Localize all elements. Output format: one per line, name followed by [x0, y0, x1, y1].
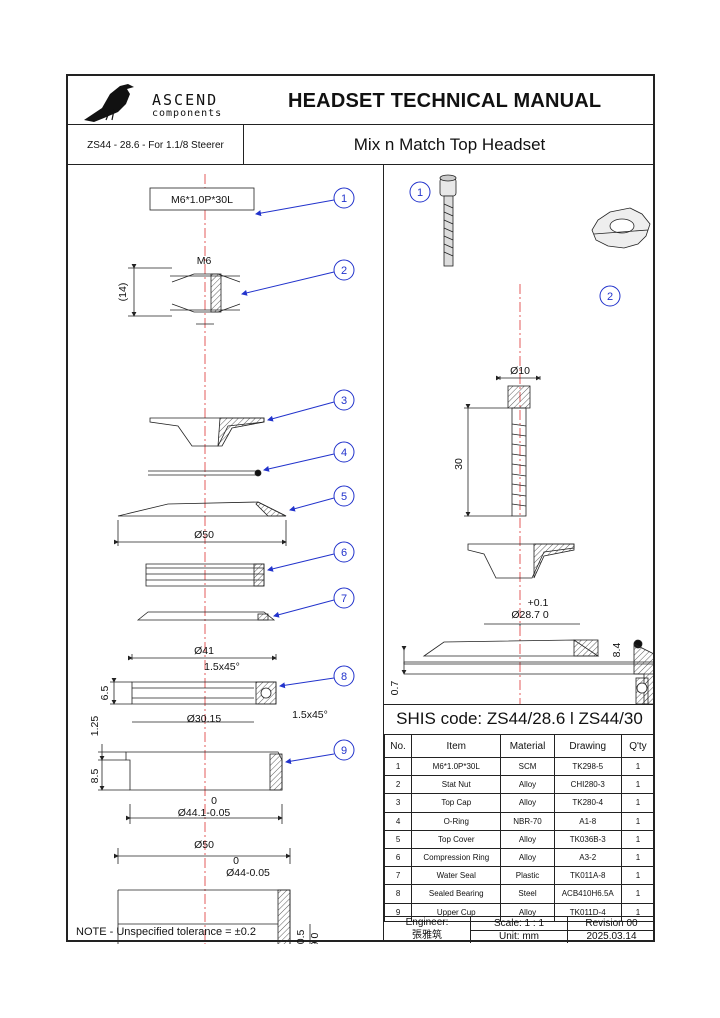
divider: [68, 124, 655, 125]
balloon-2: 2: [599, 285, 621, 307]
balloon-2: 2: [241, 259, 355, 296]
date: 2025.03.14: [586, 931, 637, 942]
shis-code: SHIS code: ZS44/28.6 l ZS44/30: [396, 709, 643, 728]
balloon-8: 8: [279, 665, 355, 689]
dim-chamfer-top: 1.5x45°: [204, 661, 240, 673]
svg-text:2: 2: [607, 291, 613, 303]
divider: [383, 704, 655, 705]
engineer-label: Engineer:: [405, 917, 449, 928]
svg-text:2: 2: [341, 265, 347, 277]
col-no: No.: [383, 734, 413, 758]
title-block: Engineer: 張雅筑 Scale: 1 : 1 Unit: mm Revi…: [384, 916, 655, 943]
revision: Revision 00: [568, 917, 655, 931]
dim-steerer: Ø28.7 0: [511, 609, 549, 621]
col-item: Item: [411, 734, 502, 758]
engineer-name: 張雅筑: [412, 930, 442, 941]
balloon-3: 3: [267, 389, 355, 422]
raven-icon: [84, 84, 134, 122]
svg-text:1: 1: [417, 187, 423, 199]
svg-text:7: 7: [341, 593, 347, 605]
dim-frame-od: Ø50: [194, 839, 214, 851]
divider: [68, 164, 655, 165]
dim-nut-thread: M6: [197, 255, 212, 267]
dim-frame-depth-tol: +0.5: [295, 929, 307, 944]
spec-label: ZS44 - 28.6 - For 1.1/8 Steerer: [87, 139, 224, 151]
dim-cover-dia: Ø50: [194, 529, 214, 541]
assembly-section-drawing: 1 2 Ø10 30 +0.1 Ø28.7 0 8.4 0.7: [389, 174, 655, 704]
dim-nut-height: (14): [117, 283, 129, 302]
divider: [243, 124, 244, 164]
balloon-9: 9: [285, 739, 355, 765]
star-nut-icon: [591, 207, 651, 249]
svg-text:9: 9: [341, 745, 347, 757]
svg-text:1: 1: [341, 193, 347, 205]
dim-bolt-head: Ø10: [510, 365, 530, 377]
col-qty: Q'ty: [620, 734, 656, 758]
model-name: Mix n Match Top Headset: [353, 135, 546, 154]
tolerance-note: NOTE - Unspecified tolerance = ±0.2: [76, 926, 256, 938]
dim-frame-id: Ø44-0.05: [226, 867, 270, 879]
balloon-1: 1: [409, 181, 431, 203]
balloon-4: 4: [263, 441, 355, 472]
balloon-1: 1: [255, 187, 355, 217]
dim-tol-plus: +0.1: [528, 597, 549, 609]
dim-cup-height: 8.5: [89, 769, 101, 784]
col-material: Material: [500, 734, 555, 758]
dim-chamfer-bottom: 1.5x45°: [292, 709, 328, 721]
col-drawing: Drawing: [553, 734, 622, 758]
unit: Unit: mm: [471, 930, 568, 943]
dim-frame-depth: 9 0: [309, 933, 321, 944]
logo: ASCEND components: [80, 80, 280, 124]
balloon-6: 6: [267, 541, 355, 572]
svg-text:6: 6: [341, 547, 347, 559]
balloon-5: 5: [289, 485, 355, 512]
svg-text:4: 4: [341, 447, 347, 459]
svg-text:5: 5: [341, 491, 347, 503]
dim-cup-od: Ø44.1-0.05: [178, 807, 231, 819]
svg-text:8: 8: [341, 671, 347, 683]
dim-bearing-od: Ø41: [194, 645, 214, 657]
dim-cup-tol: 0: [211, 795, 217, 807]
dim-bearing-height: 6.5: [99, 686, 111, 701]
dim-cup-step: 1.25: [89, 716, 101, 737]
brand-name: ASCEND: [152, 91, 219, 109]
svg-text:3: 3: [341, 395, 347, 407]
dim-bolt-length: 30: [453, 458, 465, 470]
dim-stack: 8.4: [611, 643, 623, 658]
dim-bearing-id: Ø30.15: [187, 713, 222, 725]
dim-frame-tol: 0: [233, 855, 239, 867]
dim-bolt: M6*1.0P*30L: [171, 194, 233, 206]
bolt-icon: [439, 174, 457, 267]
balloon-7: 7: [273, 587, 355, 618]
dim-gap: 0.7: [389, 681, 401, 696]
page-title: HEADSET TECHNICAL MANUAL: [288, 90, 602, 112]
exploded-view-drawing: 1 2 3 4 5: [89, 174, 355, 944]
drawing-sheet: ASCEND components HEADSET TECHNICAL MANU…: [66, 74, 656, 944]
brand-tagline: components: [152, 108, 223, 119]
divider: [383, 164, 384, 942]
scale: Scale: 1 : 1: [471, 917, 568, 931]
